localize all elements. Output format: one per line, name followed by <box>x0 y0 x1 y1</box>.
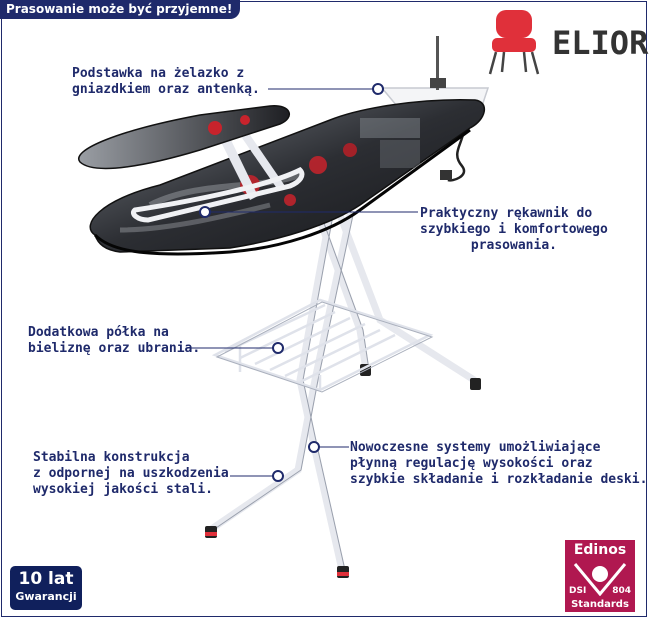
caption-sleeve: Praktyczny rękawnik do szybkiego i komfo… <box>420 206 608 253</box>
brand-logo: ELIOR <box>552 24 649 62</box>
caption-construction: Stabilna konstrukcja z odpornej na uszko… <box>33 450 229 497</box>
certificate-label: Standards <box>571 599 629 610</box>
foot-caps <box>205 532 349 576</box>
certificate-name: Edinos <box>573 542 627 558</box>
caption-shelf: Dodatkowa półka na bieliznę oraz ubrania… <box>28 325 201 356</box>
chair-logo-icon <box>488 10 540 75</box>
linen-shelf <box>211 298 434 392</box>
warranty-badge: 10 lat Gwarancji <box>10 566 82 610</box>
callout-lines <box>187 88 418 477</box>
edinos-certificate-badge: Edinos DSI 804 Standards <box>565 540 635 612</box>
sleeve-board <box>77 105 305 223</box>
caption-height-adjustment: Nowoczesne systemy umożliwiające płynną … <box>350 440 648 487</box>
callout-dots <box>199 83 384 482</box>
certificate-mark-icon <box>573 563 627 596</box>
warranty-years: 10 lat <box>18 569 74 589</box>
warranty-label: Gwarancji <box>15 590 77 603</box>
leg-outline <box>212 214 370 571</box>
certificate-number: 804 <box>612 586 631 596</box>
slogan-banner: Prasowanie może być przyjemne! <box>0 0 241 19</box>
certificate-dsi: DSI <box>569 586 587 596</box>
caption-iron-stand: Podstawka na żelazko z gniazdkiem oraz a… <box>72 66 260 97</box>
